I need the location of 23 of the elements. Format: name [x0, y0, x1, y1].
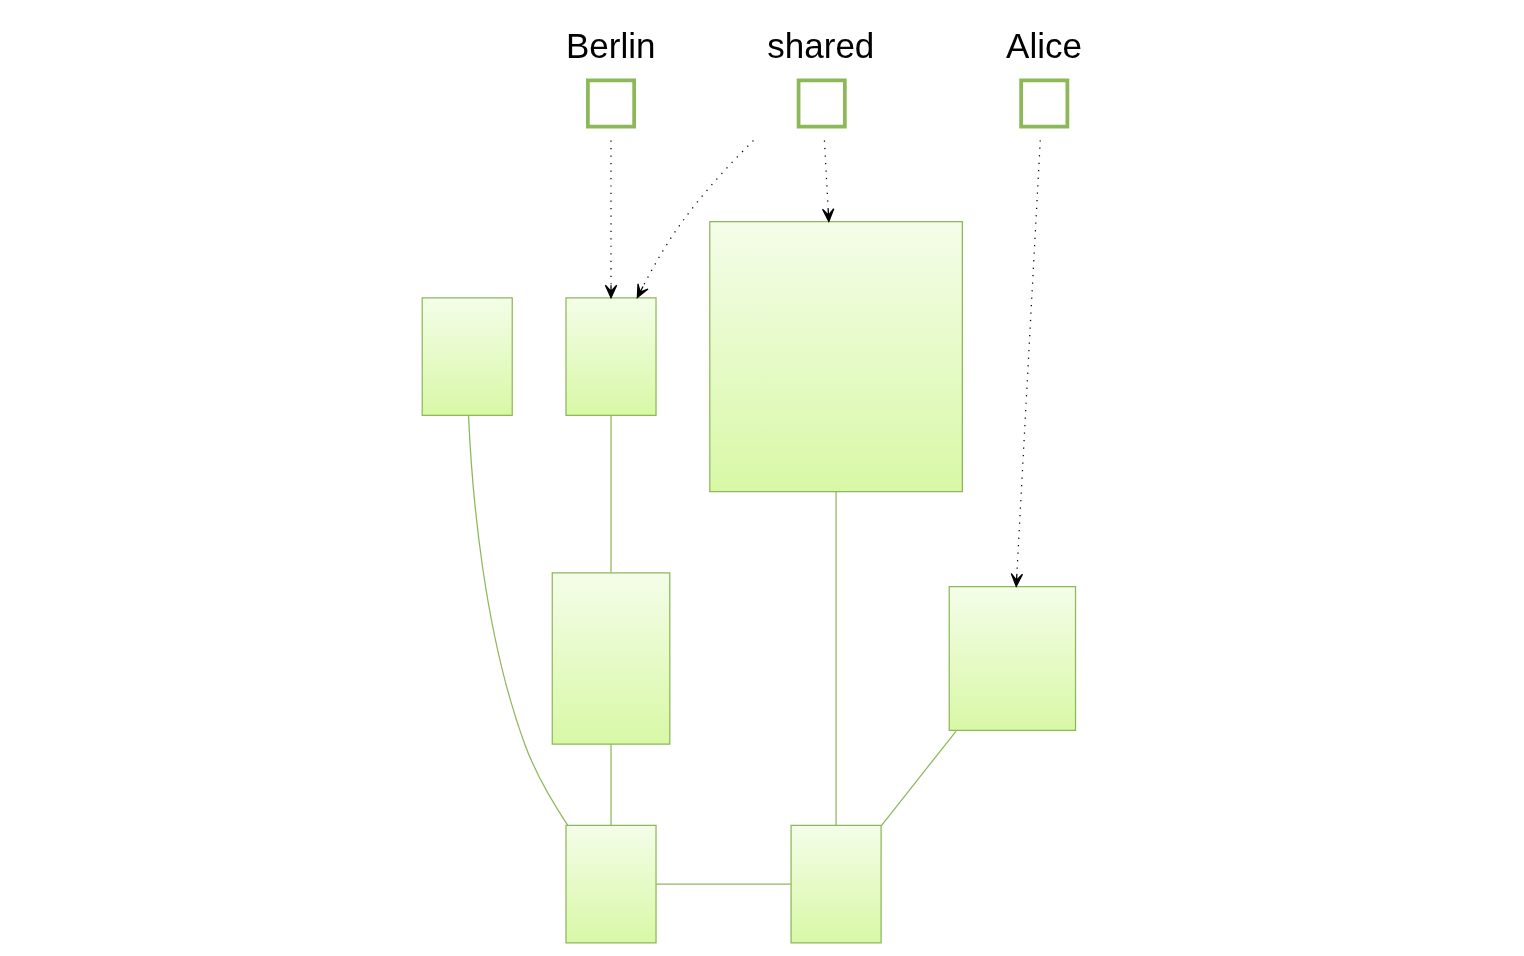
arrow: [636, 139, 755, 298]
node-box: [586, 77, 637, 128]
connector: [610, 414, 612, 573]
arrow: [604, 139, 618, 298]
connector: [610, 743, 612, 826]
node-box: [551, 571, 671, 745]
connector: [467, 414, 569, 826]
node-box: [1019, 77, 1070, 128]
node-box: [796, 77, 847, 128]
node-box: [790, 824, 882, 944]
node-box: [421, 296, 513, 416]
node-box: [565, 296, 657, 416]
connector: [880, 729, 957, 826]
connector: [655, 883, 792, 885]
node-box: [948, 585, 1077, 731]
node-label: Berlin: [566, 25, 656, 65]
arrow: [821, 139, 835, 222]
node-label: Alice: [1006, 25, 1082, 65]
connector: [835, 490, 837, 826]
node-box: [709, 220, 963, 492]
node-box: [565, 824, 657, 944]
arrow: [1010, 139, 1041, 587]
node-label: shared: [767, 25, 875, 65]
